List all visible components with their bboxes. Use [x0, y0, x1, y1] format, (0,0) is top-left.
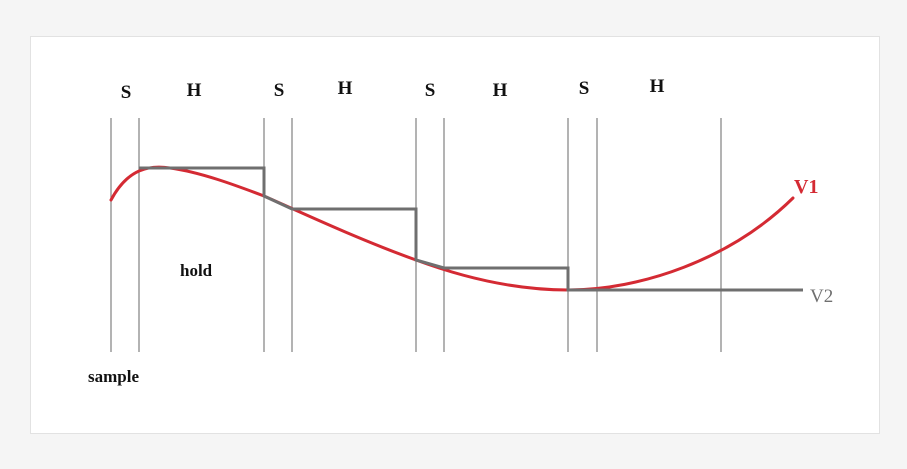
phase-label-sample: S	[579, 78, 590, 99]
hold-annotation: hold	[180, 261, 213, 280]
v1-label: V1	[794, 176, 818, 198]
phase-label-hold: H	[493, 80, 508, 101]
phase-label-hold: H	[338, 78, 353, 99]
diagram-panel	[30, 36, 880, 434]
v2-held-signal	[139, 166, 803, 292]
timing-lines	[110, 118, 722, 352]
sample-annotation: sample	[88, 367, 139, 386]
v2-label: V2	[810, 286, 833, 307]
phase-label-hold: H	[650, 76, 665, 97]
v1-signal-curve	[109, 165, 795, 292]
phase-label-hold: H	[187, 80, 202, 101]
phase-label-sample: S	[274, 80, 285, 101]
phase-label-sample: S	[425, 80, 436, 101]
phase-label-sample: S	[121, 82, 132, 103]
